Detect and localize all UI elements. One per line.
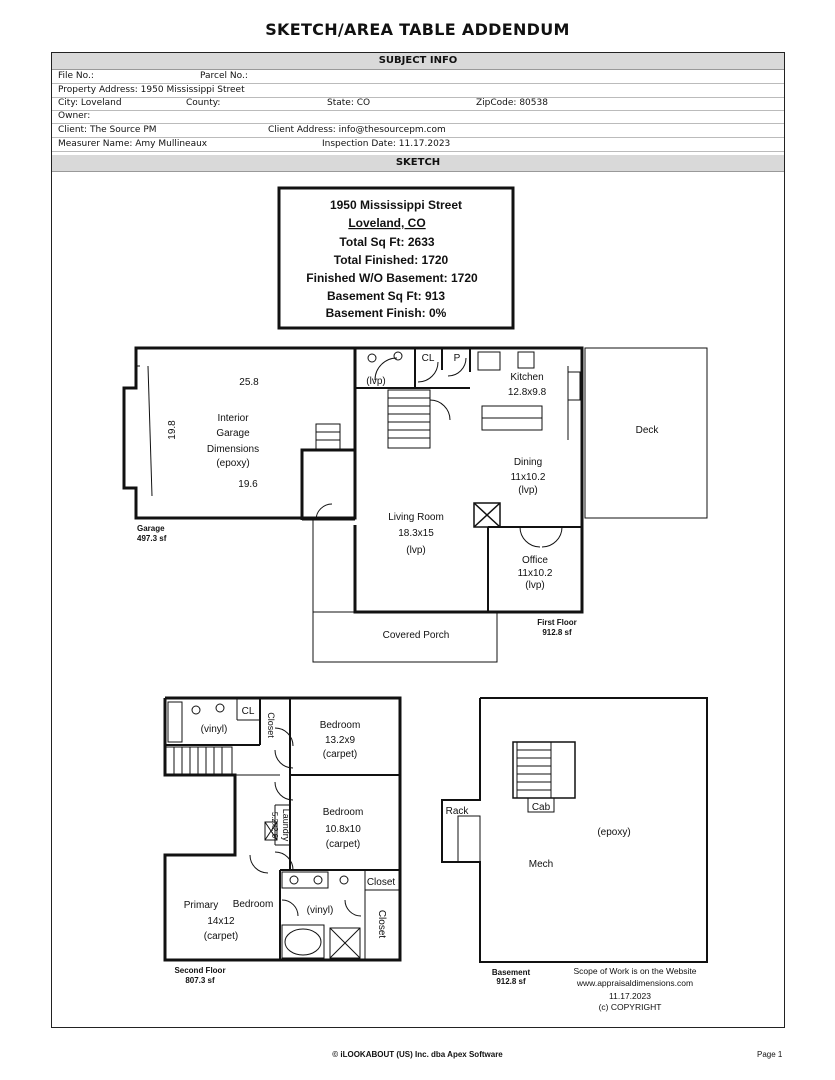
city: City: Loveland xyxy=(58,98,122,108)
garage-label-4: (epoxy) xyxy=(216,458,249,469)
primary-bedroom-label: Bedroom xyxy=(233,899,274,910)
copyright-note: (c) COPYRIGHT xyxy=(599,1002,662,1012)
info-row-file: File No.: Parcel No.: xyxy=(52,70,784,84)
office-label: Office xyxy=(522,555,548,566)
mech-label: Mech xyxy=(529,859,553,870)
basement-floor: (epoxy) xyxy=(597,827,630,838)
primary-label: Primary xyxy=(184,900,218,911)
summary-address: 1950 Mississippi Street xyxy=(330,198,462,212)
covered-porch-label: Covered Porch xyxy=(383,630,450,641)
summary-basement-sqft: Basement Sq Ft: 913 xyxy=(327,289,445,303)
pantry: P xyxy=(454,353,461,364)
owner: Owner: xyxy=(58,111,91,121)
rack-label: Rack xyxy=(446,806,470,817)
living-room-dim: 18.3x15 xyxy=(398,528,434,539)
footer-credit: © iLOOKABOUT (US) Inc. dba Apex Software xyxy=(332,1050,503,1059)
first-floor-area: 912.8 sf xyxy=(542,628,572,637)
living-room-label: Living Room xyxy=(388,512,444,523)
garage-label-1: Interior xyxy=(217,413,249,424)
county: County: xyxy=(186,98,221,108)
primary-floor: (carpet) xyxy=(204,931,238,942)
summary-total-finished: Total Finished: 1720 xyxy=(334,253,449,267)
inspection-date: Inspection Date: 11.17.2023 xyxy=(322,139,451,149)
measurer-name: Measurer Name: Amy Mullineaux xyxy=(58,139,208,149)
second-floor-name: Second Floor xyxy=(174,966,225,975)
laundry-label: Laundry xyxy=(281,809,291,842)
upper-closet-cl: CL xyxy=(242,706,255,717)
garage-area: 497.3 sf xyxy=(137,534,167,543)
garage-label-2: Garage xyxy=(216,428,250,439)
upper-closet-3: Closet xyxy=(376,910,387,939)
dining-dim: 11x10.2 xyxy=(511,472,546,483)
client: Client: The Source PM xyxy=(58,125,157,135)
second-floor-area: 807.3 sf xyxy=(185,976,215,985)
dining-label: Dining xyxy=(514,457,542,468)
state: State: CO xyxy=(327,98,371,108)
garage-inner-width: 19.6 xyxy=(238,479,258,490)
date-note: 11.17.2023 xyxy=(609,991,651,1001)
info-row-owner: Owner: xyxy=(52,110,784,124)
page-title: SKETCH/AREA TABLE ADDENDUM xyxy=(265,20,570,39)
bath-floor: (lvp) xyxy=(366,376,385,387)
garage-name: Garage xyxy=(137,524,165,533)
info-row-city: City: Loveland County: State: CO ZipCode… xyxy=(52,97,784,111)
info-row-client: Client: The Source PM Client Address: in… xyxy=(52,124,784,138)
info-row-measurer: Measurer Name: Amy Mullineaux Inspection… xyxy=(52,138,784,152)
bedroom-2-label: Bedroom xyxy=(323,807,364,818)
addendum-frame xyxy=(51,52,785,1028)
living-room-floor: (lvp) xyxy=(406,545,425,556)
kitchen-label: Kitchen xyxy=(510,372,543,383)
laundry-dim: 5.2x2.6 xyxy=(270,812,279,839)
summary-finished-wo-basement: Finished W/O Basement: 1720 xyxy=(306,271,478,285)
zip-code: ZipCode: 80538 xyxy=(476,98,548,108)
garage-width: 25.8 xyxy=(239,377,259,388)
client-address: Client Address: info@thesourcepm.com xyxy=(268,125,446,135)
primary-bath-floor: (vinyl) xyxy=(307,905,334,916)
upper-bath-floor: (vinyl) xyxy=(201,724,228,735)
office-dim: 11x10.2 xyxy=(518,568,553,579)
upper-closet-2: Closet xyxy=(367,877,396,888)
basement-area: 912.8 sf xyxy=(496,977,526,986)
parcel-no: Parcel No.: xyxy=(200,71,248,81)
basement-name: Basement xyxy=(492,968,531,977)
cab-label: Cab xyxy=(532,802,551,813)
kitchen-dim: 12.8x9.8 xyxy=(508,387,547,398)
page-number: Page 1 xyxy=(757,1050,783,1059)
first-closet: CL xyxy=(422,353,435,364)
upper-closet-1: Closet xyxy=(266,712,276,738)
garage-label-3: Dimensions xyxy=(207,444,259,455)
summary-basement-finish: Basement Finish: 0% xyxy=(326,306,447,320)
summary-total-sqft: Total Sq Ft: 2633 xyxy=(339,235,434,249)
dining-floor: (lvp) xyxy=(518,485,537,496)
property-address: Property Address: 1950 Mississippi Stree… xyxy=(58,85,245,95)
primary-dim: 14x12 xyxy=(207,916,235,927)
deck-label: Deck xyxy=(636,425,660,436)
bedroom-1-dim: 13.2x9 xyxy=(325,735,355,746)
website-note: www.appraisaldimensions.com xyxy=(576,978,693,988)
bedroom-2-floor: (carpet) xyxy=(326,839,360,850)
sketch-heading: SKETCH xyxy=(52,155,784,172)
scope-note: Scope of Work is on the Website xyxy=(574,966,697,976)
bedroom-1-label: Bedroom xyxy=(320,720,361,731)
first-floor-name: First Floor xyxy=(537,618,577,627)
subject-info-heading: SUBJECT INFO xyxy=(52,53,784,70)
office-floor: (lvp) xyxy=(525,580,544,591)
bedroom-1-floor: (carpet) xyxy=(323,749,357,760)
info-row-address: Property Address: 1950 Mississippi Stree… xyxy=(52,84,784,98)
bedroom-2-dim: 10.8x10 xyxy=(325,824,361,835)
summary-city: Loveland, CO xyxy=(348,216,425,230)
garage-depth: 19.8 xyxy=(167,420,178,440)
file-no: File No.: xyxy=(58,71,94,81)
